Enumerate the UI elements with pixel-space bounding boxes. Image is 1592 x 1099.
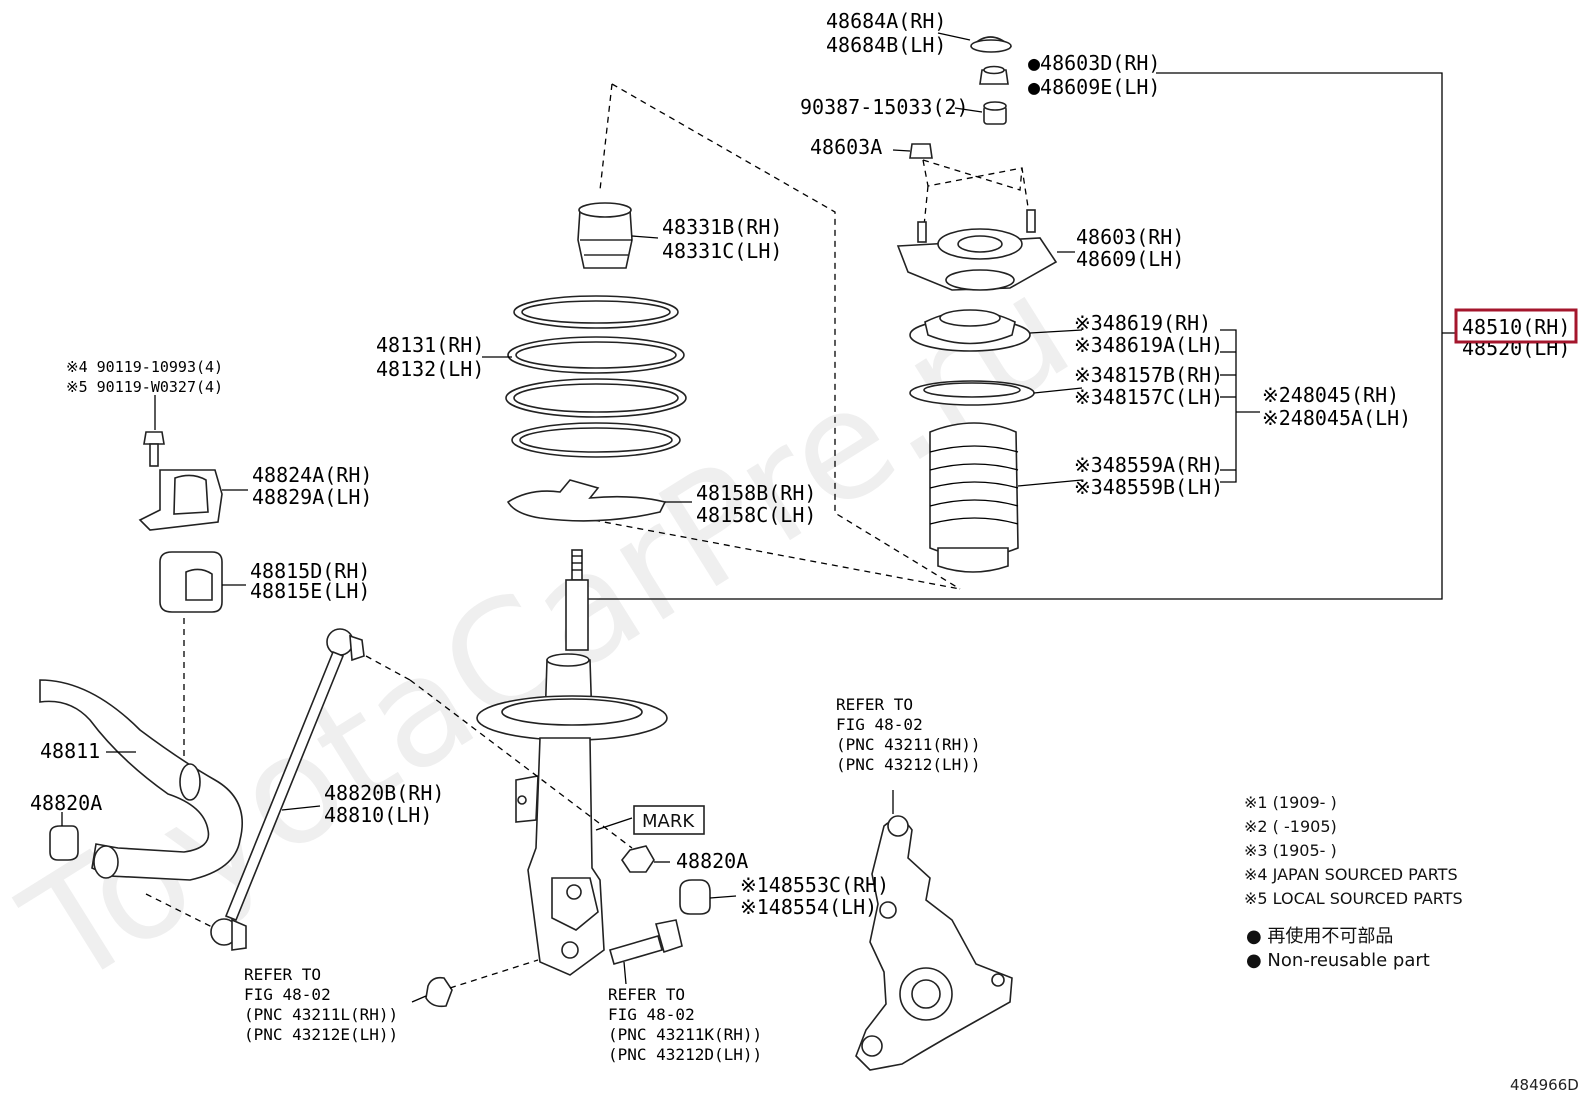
upper-support-mount: [896, 209, 1058, 291]
assembly-bracket-line: [582, 72, 1443, 600]
label-48815e: 48815E(LH): [250, 579, 370, 603]
label-48810: 48810(LH): [324, 803, 432, 827]
link-nut-left: [49, 825, 79, 861]
spacer-collar: [983, 101, 1007, 125]
spring-group-dashed-outline: [611, 83, 961, 590]
label-48559b: ※348559B(LH): [1074, 475, 1223, 499]
diagram-code: 484966D: [1510, 1076, 1579, 1094]
label-48824a: 48824A(RH): [252, 463, 372, 487]
dust-boot: [929, 422, 1019, 573]
refer-bolt-line: (PNC 43212D(LH)): [608, 1045, 762, 1064]
label-48559a: ※348559A(RH): [1074, 453, 1223, 477]
label-48619: ※348619(RH): [1074, 311, 1211, 335]
refer-bolt-line: (PNC 43211K(RH)): [608, 1025, 762, 1044]
label-48520: 48520(LH): [1462, 336, 1570, 360]
mount-nut: [909, 143, 933, 159]
bracket-bolt: [143, 431, 165, 467]
refer-knuckle-line: (PNC 43212(LH)): [836, 755, 981, 774]
link-nut-right: [621, 845, 655, 873]
label-48158b: 48158B(RH): [696, 481, 816, 505]
label-48609: 48609(LH): [1076, 247, 1184, 271]
label-48820b: 48820B(RH): [324, 781, 444, 805]
bump-stopper: [577, 202, 633, 269]
refer-left-line: FIG 48-02: [244, 985, 331, 1004]
footnote: ※1 (1909- ): [1244, 793, 1337, 812]
label-48603a: 48603A: [810, 135, 882, 159]
stabilizer-bar: [39, 679, 244, 881]
label-48811: 48811: [40, 739, 100, 763]
refer-knuckle-line: FIG 48-02: [836, 715, 923, 734]
label-48684a: 48684A(RH): [826, 9, 946, 33]
refer-knuckle-line: (PNC 43211(RH)): [836, 735, 981, 754]
label-48331b: 48331B(RH): [662, 215, 782, 239]
upper-insulator: [909, 309, 1031, 352]
label-48157c: ※348157C(LH): [1074, 385, 1223, 409]
shock-absorber: [476, 549, 668, 976]
label-90119-japan: ※4 90119-10993(4): [66, 358, 223, 376]
label-48603d: ●48603D(RH): [1028, 51, 1160, 75]
label-48157b: ※348157B(RH): [1074, 363, 1223, 387]
label-48609e: ●48609E(LH): [1028, 75, 1160, 99]
mark-label-box: [633, 805, 705, 835]
legend-item: ● Non-reusable part: [1246, 950, 1430, 971]
highlight-box-48510: [1454, 308, 1578, 344]
label-48684b: 48684B(LH): [826, 33, 946, 57]
label-48603: 48603(RH): [1076, 225, 1184, 249]
label-48510[interactable]: 48510(RH): [1462, 315, 1570, 339]
label-48158c: 48158C(LH): [696, 503, 816, 527]
stabilizer-bracket: [138, 469, 223, 531]
label-48553c: ※148553C(RH): [740, 873, 889, 897]
footnote: ※5 LOCAL SOURCED PARTS: [1244, 889, 1463, 908]
stabilizer-link: [210, 628, 365, 951]
label-48554: ※148554(LH): [740, 895, 877, 919]
refer-left-line: (PNC 43212E(LH)): [244, 1025, 398, 1044]
footnotes: ※1 (1909- ) ※2 ( -1905) ※3 (1905- ) ※4 J…: [1244, 793, 1463, 908]
label-48820a-left: 48820A: [30, 791, 102, 815]
coil-spring: [505, 295, 687, 458]
footnote: ※3 (1905- ): [1244, 841, 1337, 860]
refer-left-line: (PNC 43211L(RH)): [244, 1005, 398, 1024]
label-48815d: 48815D(RH): [250, 559, 370, 583]
refer-bolt-line: REFER TO: [608, 985, 685, 1004]
dust-cap: [970, 36, 1013, 53]
label-48820a-right: 48820A: [676, 849, 748, 873]
refer-knuckle-block: REFER TO FIG 48-02 (PNC 43211(RH)) (PNC …: [836, 695, 981, 774]
legend: ● 再使用不可部品 ● Non-reusable part: [1246, 926, 1430, 971]
label-90387: 90387-15033(2): [800, 95, 969, 119]
label-48829a: 48829A(LH): [252, 485, 372, 509]
lower-bolt-nut: [425, 976, 453, 1008]
refer-left-line: REFER TO: [244, 965, 321, 984]
label-48132: 48132(LH): [376, 357, 484, 381]
label-48331c: 48331C(LH): [662, 239, 782, 263]
mark-label: MARK: [642, 811, 695, 832]
steering-knuckle: [855, 815, 1013, 1071]
stabilizer-bushing: [159, 551, 223, 613]
legend-item: ● 再使用不可部品: [1246, 926, 1393, 947]
label-48131: 48131(RH): [376, 333, 484, 357]
strut-bolt: [609, 919, 683, 965]
spring-bearing: [909, 380, 1035, 406]
footnote: ※2 ( -1905): [1244, 817, 1337, 836]
label-48045: ※248045(RH): [1262, 383, 1399, 407]
label-48619a: ※348619A(LH): [1074, 333, 1223, 357]
refer-bolt-block: REFER TO FIG 48-02 (PNC 43211K(RH)) (PNC…: [608, 985, 762, 1064]
refer-bolt-line: FIG 48-02: [608, 1005, 695, 1024]
cam-bolt-nut: [679, 879, 711, 915]
label-48045a: ※248045A(LH): [1262, 406, 1411, 430]
lower-spring-insulator: [506, 479, 667, 522]
footnote: ※4 JAPAN SOURCED PARTS: [1244, 865, 1458, 884]
refer-left-block: REFER TO FIG 48-02 (PNC 43211L(RH)) (PNC…: [244, 965, 398, 1044]
label-90119-local: ※5 90119-W0327(4): [66, 378, 223, 396]
top-nut: [979, 65, 1009, 85]
kit-bracket-line: [1220, 329, 1237, 483]
refer-knuckle-line: REFER TO: [836, 695, 913, 714]
